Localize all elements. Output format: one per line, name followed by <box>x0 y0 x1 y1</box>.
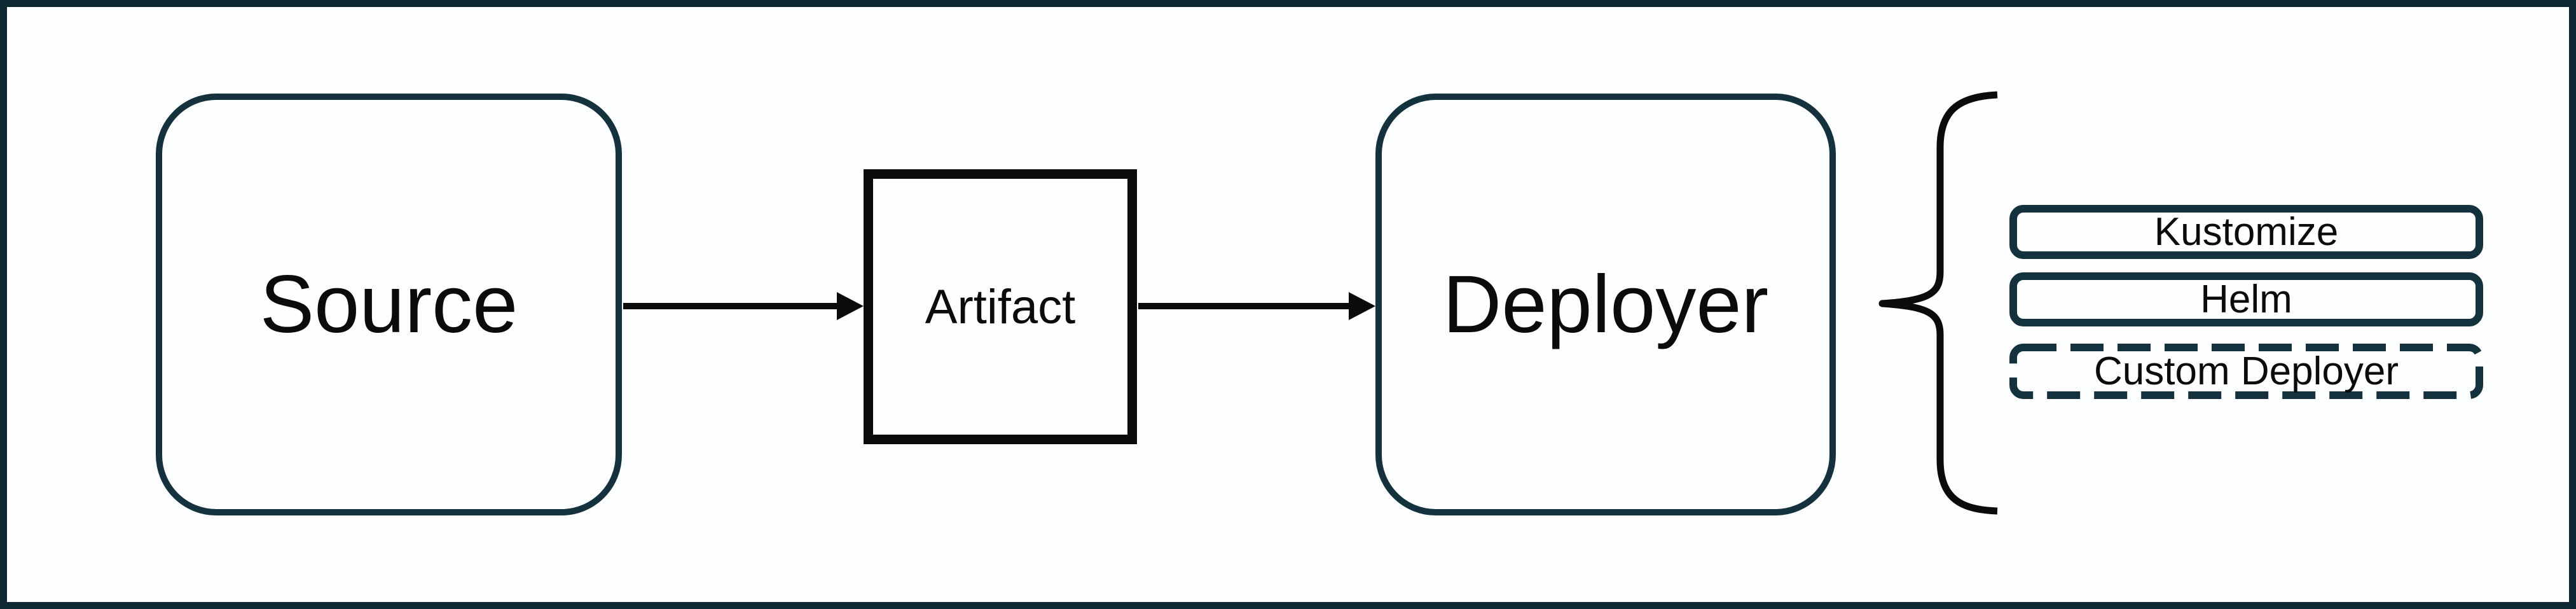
deployer-node-label: Deployer <box>1442 259 1769 350</box>
artifact-node-label: Artifact <box>925 279 1076 334</box>
source-node-label: Source <box>259 259 518 350</box>
options-brace-icon <box>1878 91 1998 515</box>
artifact-node: Artifact <box>864 169 1137 444</box>
arrowhead-source-to-artifact-icon <box>837 292 864 320</box>
arrowhead-artifact-to-deployer-icon <box>1349 292 1375 320</box>
deployer-node: Deployer <box>1375 94 1836 515</box>
custom-deployer-dashed-border <box>2009 344 2483 399</box>
source-node: Source <box>156 94 622 515</box>
